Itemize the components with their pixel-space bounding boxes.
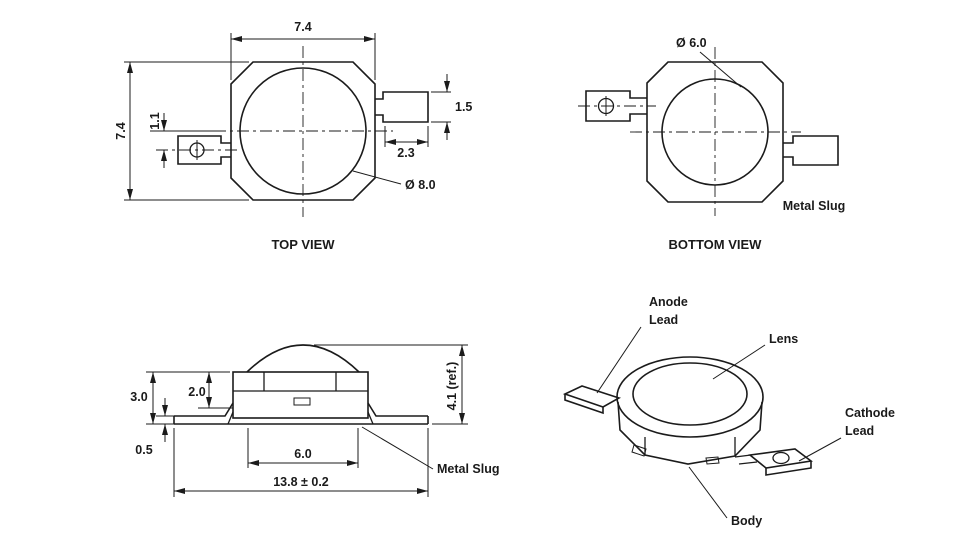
body-label: Body	[731, 514, 762, 528]
leader-line	[712, 344, 766, 380]
dim-total-height-label: 4.1 (ref.)	[445, 362, 459, 411]
slug-diameter-label: Ø 6.0	[676, 36, 707, 50]
dim-lead-width-label: 1.5	[455, 100, 472, 114]
dim-top-width: 7.4	[230, 20, 376, 80]
dim-total-width: 13.8 ± 0.2	[173, 428, 429, 497]
iso-cathode-lead	[748, 448, 813, 469]
top-view-body-octagon	[230, 61, 376, 201]
leader-line	[352, 170, 402, 185]
top-view-left-lead	[177, 135, 231, 165]
dim-top-height-label: 7.4	[114, 122, 128, 139]
iso-cathode-strap	[734, 454, 752, 458]
iso-body-outline	[617, 401, 763, 465]
iso-lens-dome	[632, 362, 748, 426]
dim-top-width-label: 7.4	[294, 20, 311, 34]
side-view-right-lead	[367, 402, 428, 417]
lens-label: Lens	[769, 332, 798, 346]
iso-body-notch	[631, 444, 647, 457]
cathode-callout: Cathode Lead	[798, 406, 895, 462]
dim-inner-height: 2.0	[188, 372, 233, 409]
iso-cathode-strap	[738, 461, 758, 465]
dim-lead-offset-label: 1.1	[148, 112, 162, 129]
top-view: 7.4 7.4 1.1 1.5 2.3	[114, 20, 472, 252]
iso-cathode-hole	[772, 451, 790, 465]
bottom-view: Ø 6.0 Metal Slug BOTTOM VIEW	[578, 36, 845, 252]
top-view-lens-circle	[239, 67, 367, 195]
dim-lead-thickness: 0.5	[135, 398, 176, 457]
side-metal-slug-label: Metal Slug	[437, 462, 500, 476]
dim-slug-width: 6.0	[247, 428, 359, 468]
dim-lead-thickness-label: 0.5	[135, 443, 152, 457]
dim-lead-length-label: 2.3	[397, 146, 414, 160]
leader-line	[361, 426, 434, 470]
side-view-body	[232, 371, 369, 419]
side-view-left-lead	[174, 402, 234, 417]
side-view-left-lead-bend	[227, 411, 234, 425]
leader-line	[699, 51, 742, 88]
iso-anode-lead-edge	[564, 394, 604, 415]
iso-anode-lead	[562, 385, 621, 408]
bottom-view-body-octagon	[646, 61, 784, 203]
iso-body-notch	[705, 456, 720, 465]
side-view-right-lead-bend	[367, 411, 374, 425]
dim-total-height: 4.1 (ref.)	[314, 344, 468, 425]
bottom-view-slug-circle	[661, 78, 769, 186]
bottom-view-title: BOTTOM VIEW	[669, 237, 763, 252]
cathode-label-line2: Lead	[845, 424, 874, 438]
bottom-view-right-lead	[783, 135, 839, 166]
body-callout: Body	[688, 466, 762, 528]
slug-diameter-callout: Ø 6.0	[676, 36, 742, 88]
side-view-lens-dome	[246, 344, 360, 373]
lens-callout: Lens	[712, 332, 798, 380]
leader-line	[688, 466, 728, 519]
dim-lead-width: 1.5	[431, 74, 472, 140]
iso-view: Anode Lead Lens Cathode Lead Body	[562, 295, 895, 528]
side-view: 3.0 2.0 0.5 6.0 13.8 ± 0.2	[130, 344, 500, 497]
dim-total-width-label: 13.8 ± 0.2	[273, 475, 329, 489]
top-view-right-lead	[375, 91, 429, 123]
bottom-view-metal-slug-label: Metal Slug	[783, 199, 846, 213]
side-metal-slug-callout: Metal Slug	[361, 426, 500, 476]
dim-lead-offset: 1.1	[148, 112, 214, 168]
dim-body-height-label: 3.0	[130, 390, 147, 404]
dim-top-height: 7.4	[114, 61, 249, 201]
lens-diameter-label: Ø 8.0	[405, 178, 436, 192]
dim-inner-height-label: 2.0	[188, 385, 205, 399]
anode-label-line1: Anode	[649, 295, 688, 309]
dim-slug-width-label: 6.0	[294, 447, 311, 461]
anode-callout: Anode Lead	[596, 295, 688, 394]
cathode-label-line1: Cathode	[845, 406, 895, 420]
bottom-view-left-lead	[585, 90, 647, 122]
lens-diameter-callout: Ø 8.0	[352, 170, 436, 192]
anode-label-line2: Lead	[649, 313, 678, 327]
iso-cathode-lead-edge	[765, 461, 812, 476]
top-view-title: TOP VIEW	[271, 237, 335, 252]
leader-line	[798, 437, 842, 462]
dim-lead-length: 2.3	[384, 126, 429, 160]
side-view-slug-mark	[293, 397, 311, 406]
leader-line	[596, 326, 642, 394]
